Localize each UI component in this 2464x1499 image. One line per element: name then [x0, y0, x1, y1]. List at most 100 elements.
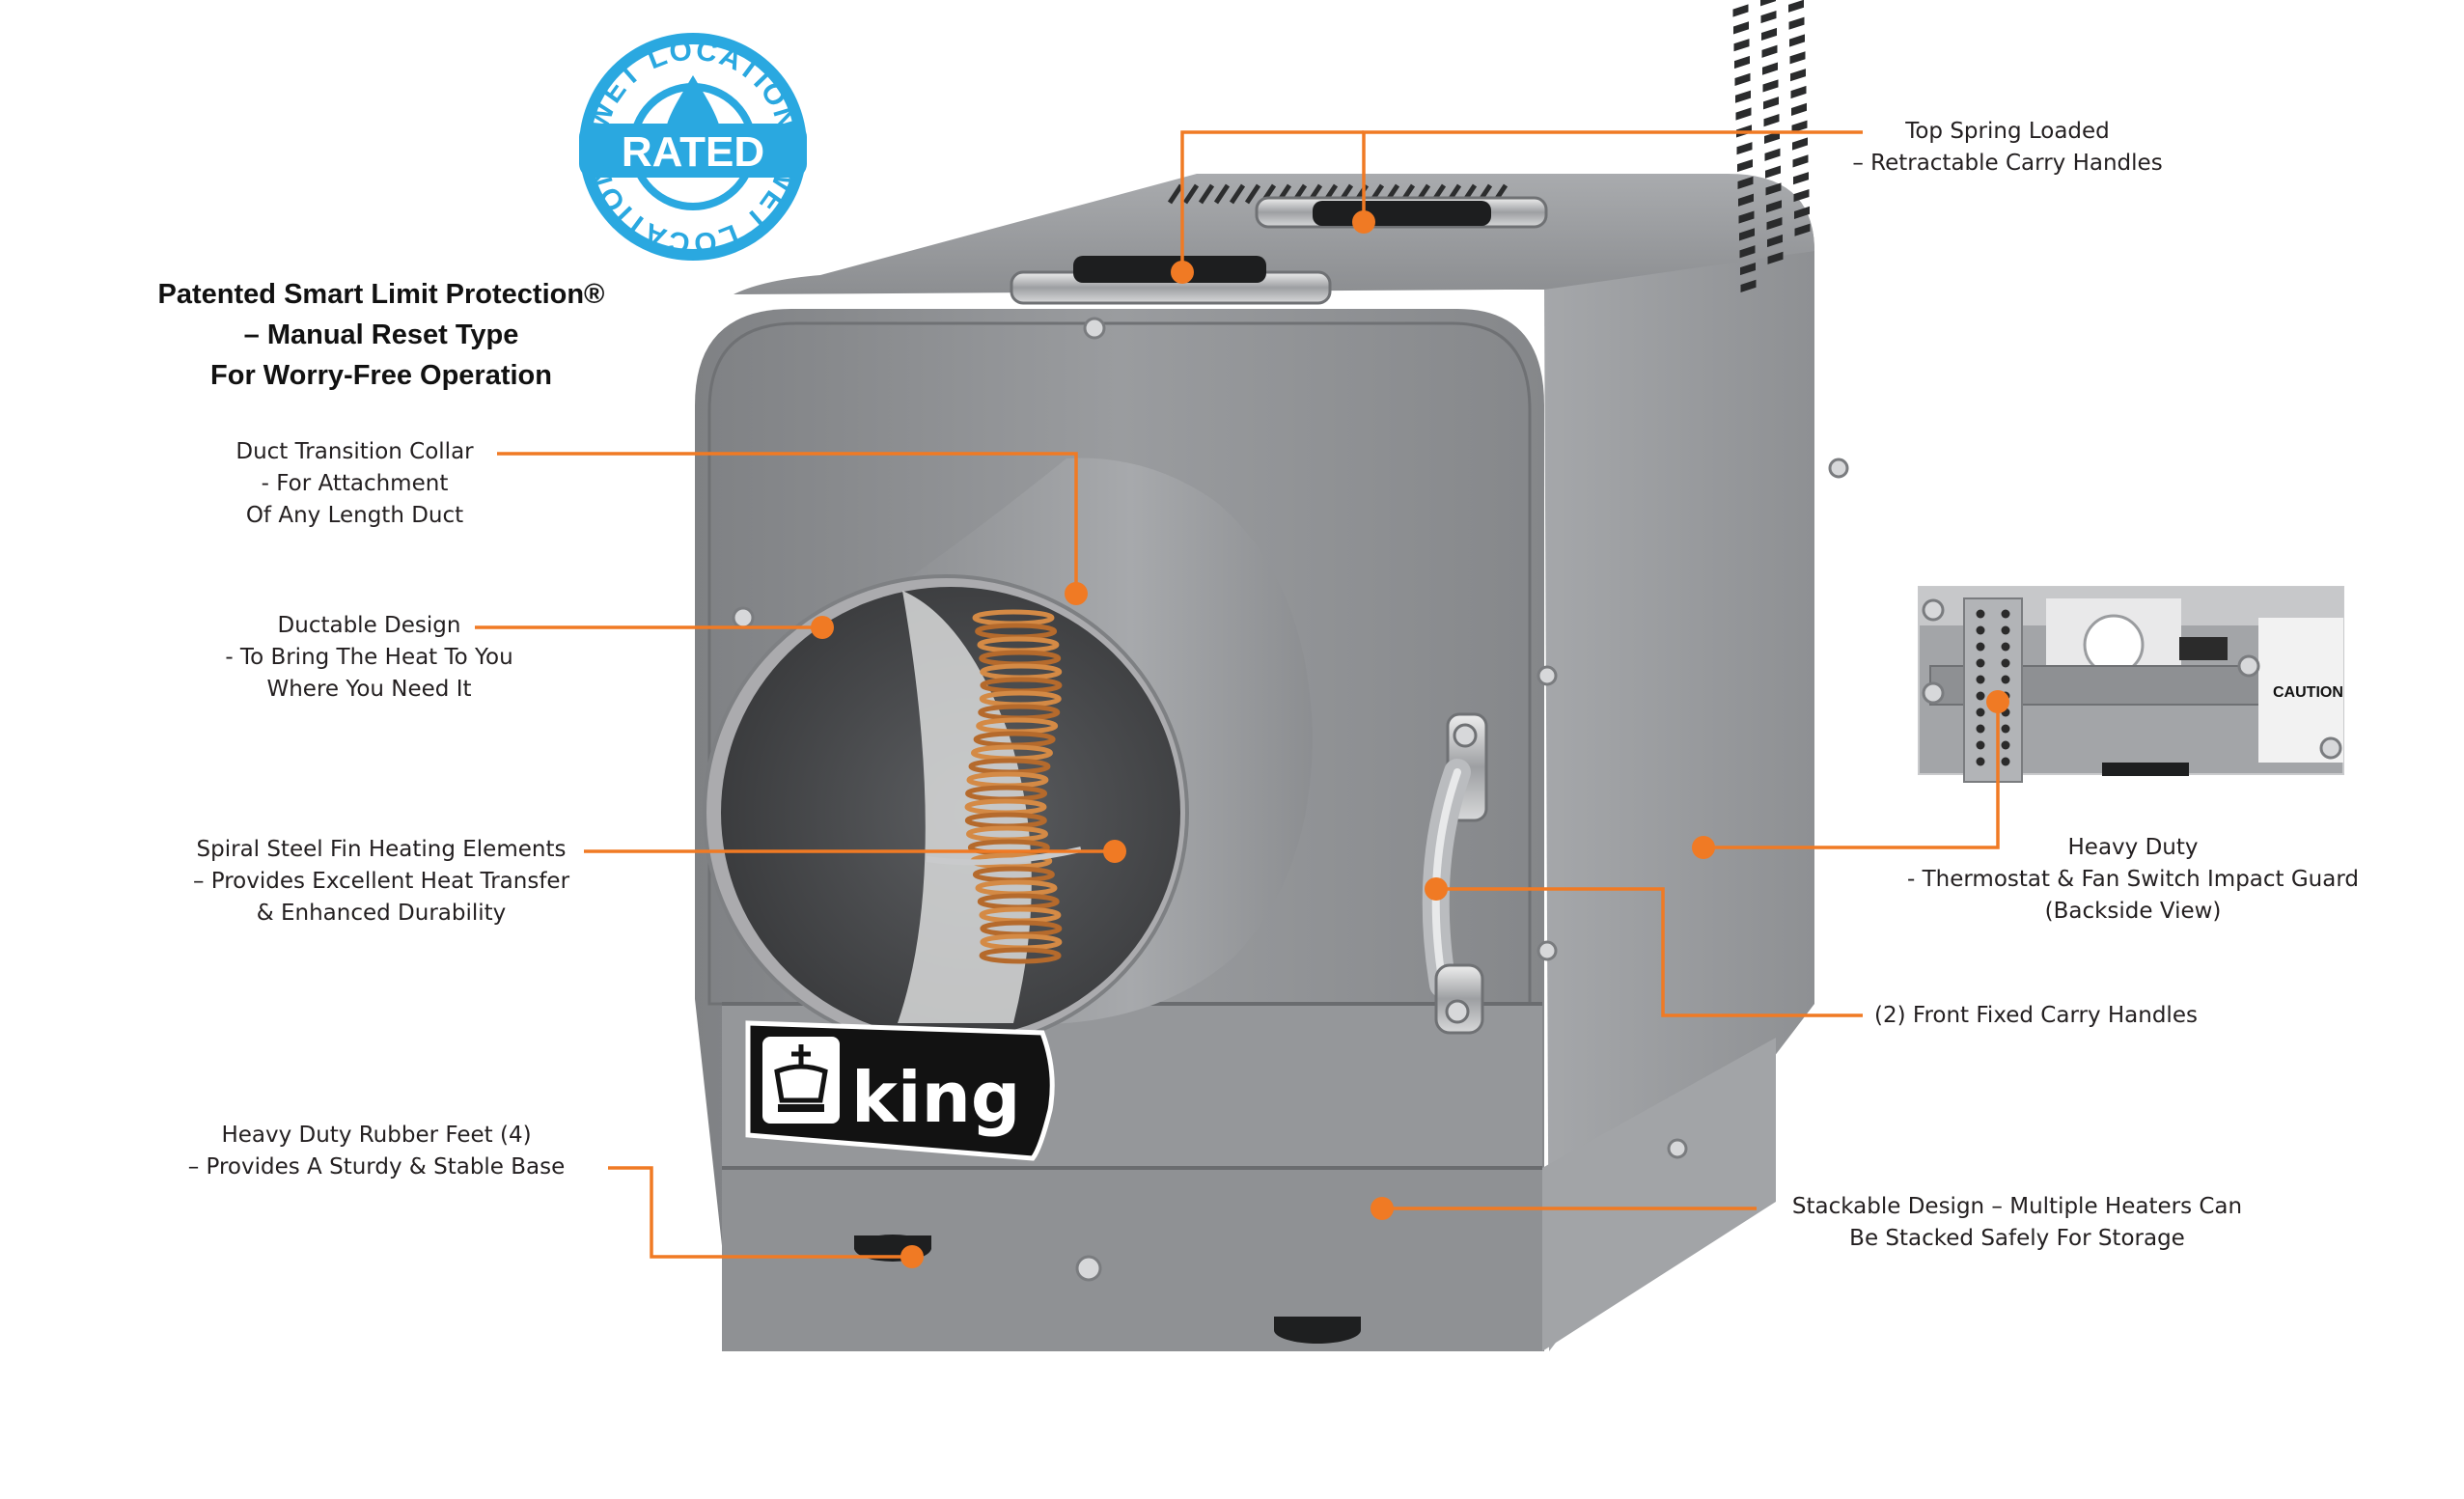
label-top-handles: Top Spring Loaded – Retractable Carry Ha…	[1814, 116, 2201, 180]
vent-slot	[1760, 0, 1776, 7]
vent-slot	[1763, 97, 1779, 110]
perforation	[2001, 740, 2010, 750]
front-carry-handle	[1422, 712, 1488, 1035]
perforation	[2001, 724, 2010, 734]
vent-slot	[1765, 165, 1781, 179]
vent-slot	[1740, 279, 1757, 293]
caution-text: CAUTION	[2273, 684, 2343, 701]
vent-slot	[1737, 158, 1753, 173]
headline-line: – Manual Reset Type	[243, 319, 519, 350]
vent-slot	[1738, 210, 1755, 224]
vent-slot	[1761, 27, 1777, 42]
vent-slot	[1790, 69, 1806, 82]
vent-slot	[1793, 172, 1809, 185]
vent-slot	[1735, 90, 1751, 103]
vent-slot	[1789, 51, 1806, 65]
dot-rubber-feet	[900, 1245, 924, 1268]
perforation	[1976, 691, 1985, 701]
screw-icon	[1537, 940, 1558, 961]
vent-slot	[1760, 10, 1777, 24]
label-line: Top Spring Loaded	[1905, 119, 2110, 144]
spiral-fin-heating-elements	[964, 609, 1063, 964]
vent-slot	[1213, 183, 1231, 205]
vent-slot	[1789, 34, 1805, 47]
perforation	[1976, 740, 1985, 750]
label-line: Heavy Duty Rubber Feet (4)	[221, 1123, 532, 1148]
perforation	[2001, 658, 2010, 668]
dot-front-handle	[1425, 877, 1448, 901]
leader-top-handles-2	[1180, 130, 1364, 272]
label-line: (2) Front Fixed Carry Handles	[1874, 1003, 2198, 1028]
label-line: – Provides Excellent Heat Transfer	[192, 869, 570, 894]
label-line: Where You Need It	[266, 677, 472, 702]
leader-impact-guard	[1703, 702, 2000, 849]
perforation	[1976, 724, 1985, 734]
dot-top-handle-rear	[1352, 210, 1375, 234]
vent-slot	[1734, 55, 1750, 69]
guard-perforated-plate	[1963, 597, 2023, 783]
screw-icon	[2237, 654, 2260, 678]
perforation	[2001, 757, 2010, 766]
label-line: - For Attachment	[261, 471, 449, 496]
screw-icon	[1445, 999, 1470, 1024]
coil-fin	[979, 947, 1062, 964]
screw-icon	[1828, 458, 1849, 479]
vent-slot	[1739, 228, 1755, 241]
screw-icon	[2319, 736, 2342, 760]
king-logo: king	[745, 1020, 1055, 1161]
vent-slot	[1792, 154, 1809, 168]
screw-icon	[1922, 681, 1945, 705]
heater-body: king	[695, 0, 1849, 1351]
perforation	[1976, 675, 1985, 684]
screw-icon	[732, 606, 755, 629]
label-impact-guard: Heavy Duty - Thermostat & Fan Switch Imp…	[1872, 832, 2394, 928]
label-line: Spiral Steel Fin Heating Elements	[196, 837, 567, 862]
badge-center-text: RATED	[622, 128, 764, 176]
vent-slot	[1762, 62, 1778, 75]
vent-slot	[1167, 183, 1184, 205]
label-line: Ductable Design	[277, 613, 461, 638]
perforation	[1976, 642, 1985, 652]
vent-slot	[1790, 85, 1807, 99]
badge-center-plate	[579, 124, 807, 178]
vent-slot	[1763, 114, 1780, 127]
screw-icon	[1922, 598, 1945, 622]
vent-slot	[1736, 142, 1753, 155]
wet-location-badge: RATED WET LOCATION WET LOCATION	[579, 33, 807, 261]
headline-line: Patented Smart Limit Protection®	[157, 279, 605, 310]
vent-slot	[1764, 130, 1780, 145]
vent-slot	[1734, 72, 1751, 86]
stackable-base	[722, 1168, 1542, 1351]
label-line: Be Stacked Safely For Storage	[1849, 1226, 2185, 1251]
vent-slot	[1182, 183, 1200, 205]
dot-ductable	[811, 616, 834, 639]
vent-slot	[1762, 79, 1779, 93]
vent-slot	[1229, 183, 1246, 205]
smart-limit-headline: Patented Smart Limit Protection® – Manua…	[101, 274, 661, 396]
perforation	[1976, 609, 1985, 619]
screw-icon	[1075, 1255, 1102, 1282]
side-vent-grille	[1732, 0, 1811, 293]
label-spiral-fin: Spiral Steel Fin Heating Elements – Prov…	[164, 834, 598, 930]
vent-slot	[1794, 223, 1811, 236]
screw-icon	[1083, 317, 1106, 340]
label-line: - To Bring The Heat To You	[225, 645, 513, 670]
brand-name: king	[851, 1057, 1020, 1138]
vent-slot	[1767, 234, 1783, 248]
leader-rubber-feet	[608, 1166, 912, 1259]
dot-stackable	[1370, 1197, 1394, 1220]
vent-slot	[1735, 107, 1752, 121]
vent-slot	[1733, 21, 1749, 35]
vent-slot	[1794, 206, 1810, 219]
duct-collar	[703, 458, 1313, 1051]
label-line: Stackable Design – Multiple Heaters Can	[1791, 1194, 2243, 1219]
dot-duct-collar	[1065, 582, 1088, 605]
vent-slot	[1764, 148, 1781, 161]
perforation	[2001, 675, 2010, 684]
vent-slot	[1767, 251, 1784, 264]
label-line: Duct Transition Collar	[235, 439, 474, 464]
dot-impact-guard	[1692, 836, 1715, 859]
leader-front-handles	[1436, 887, 1863, 1017]
